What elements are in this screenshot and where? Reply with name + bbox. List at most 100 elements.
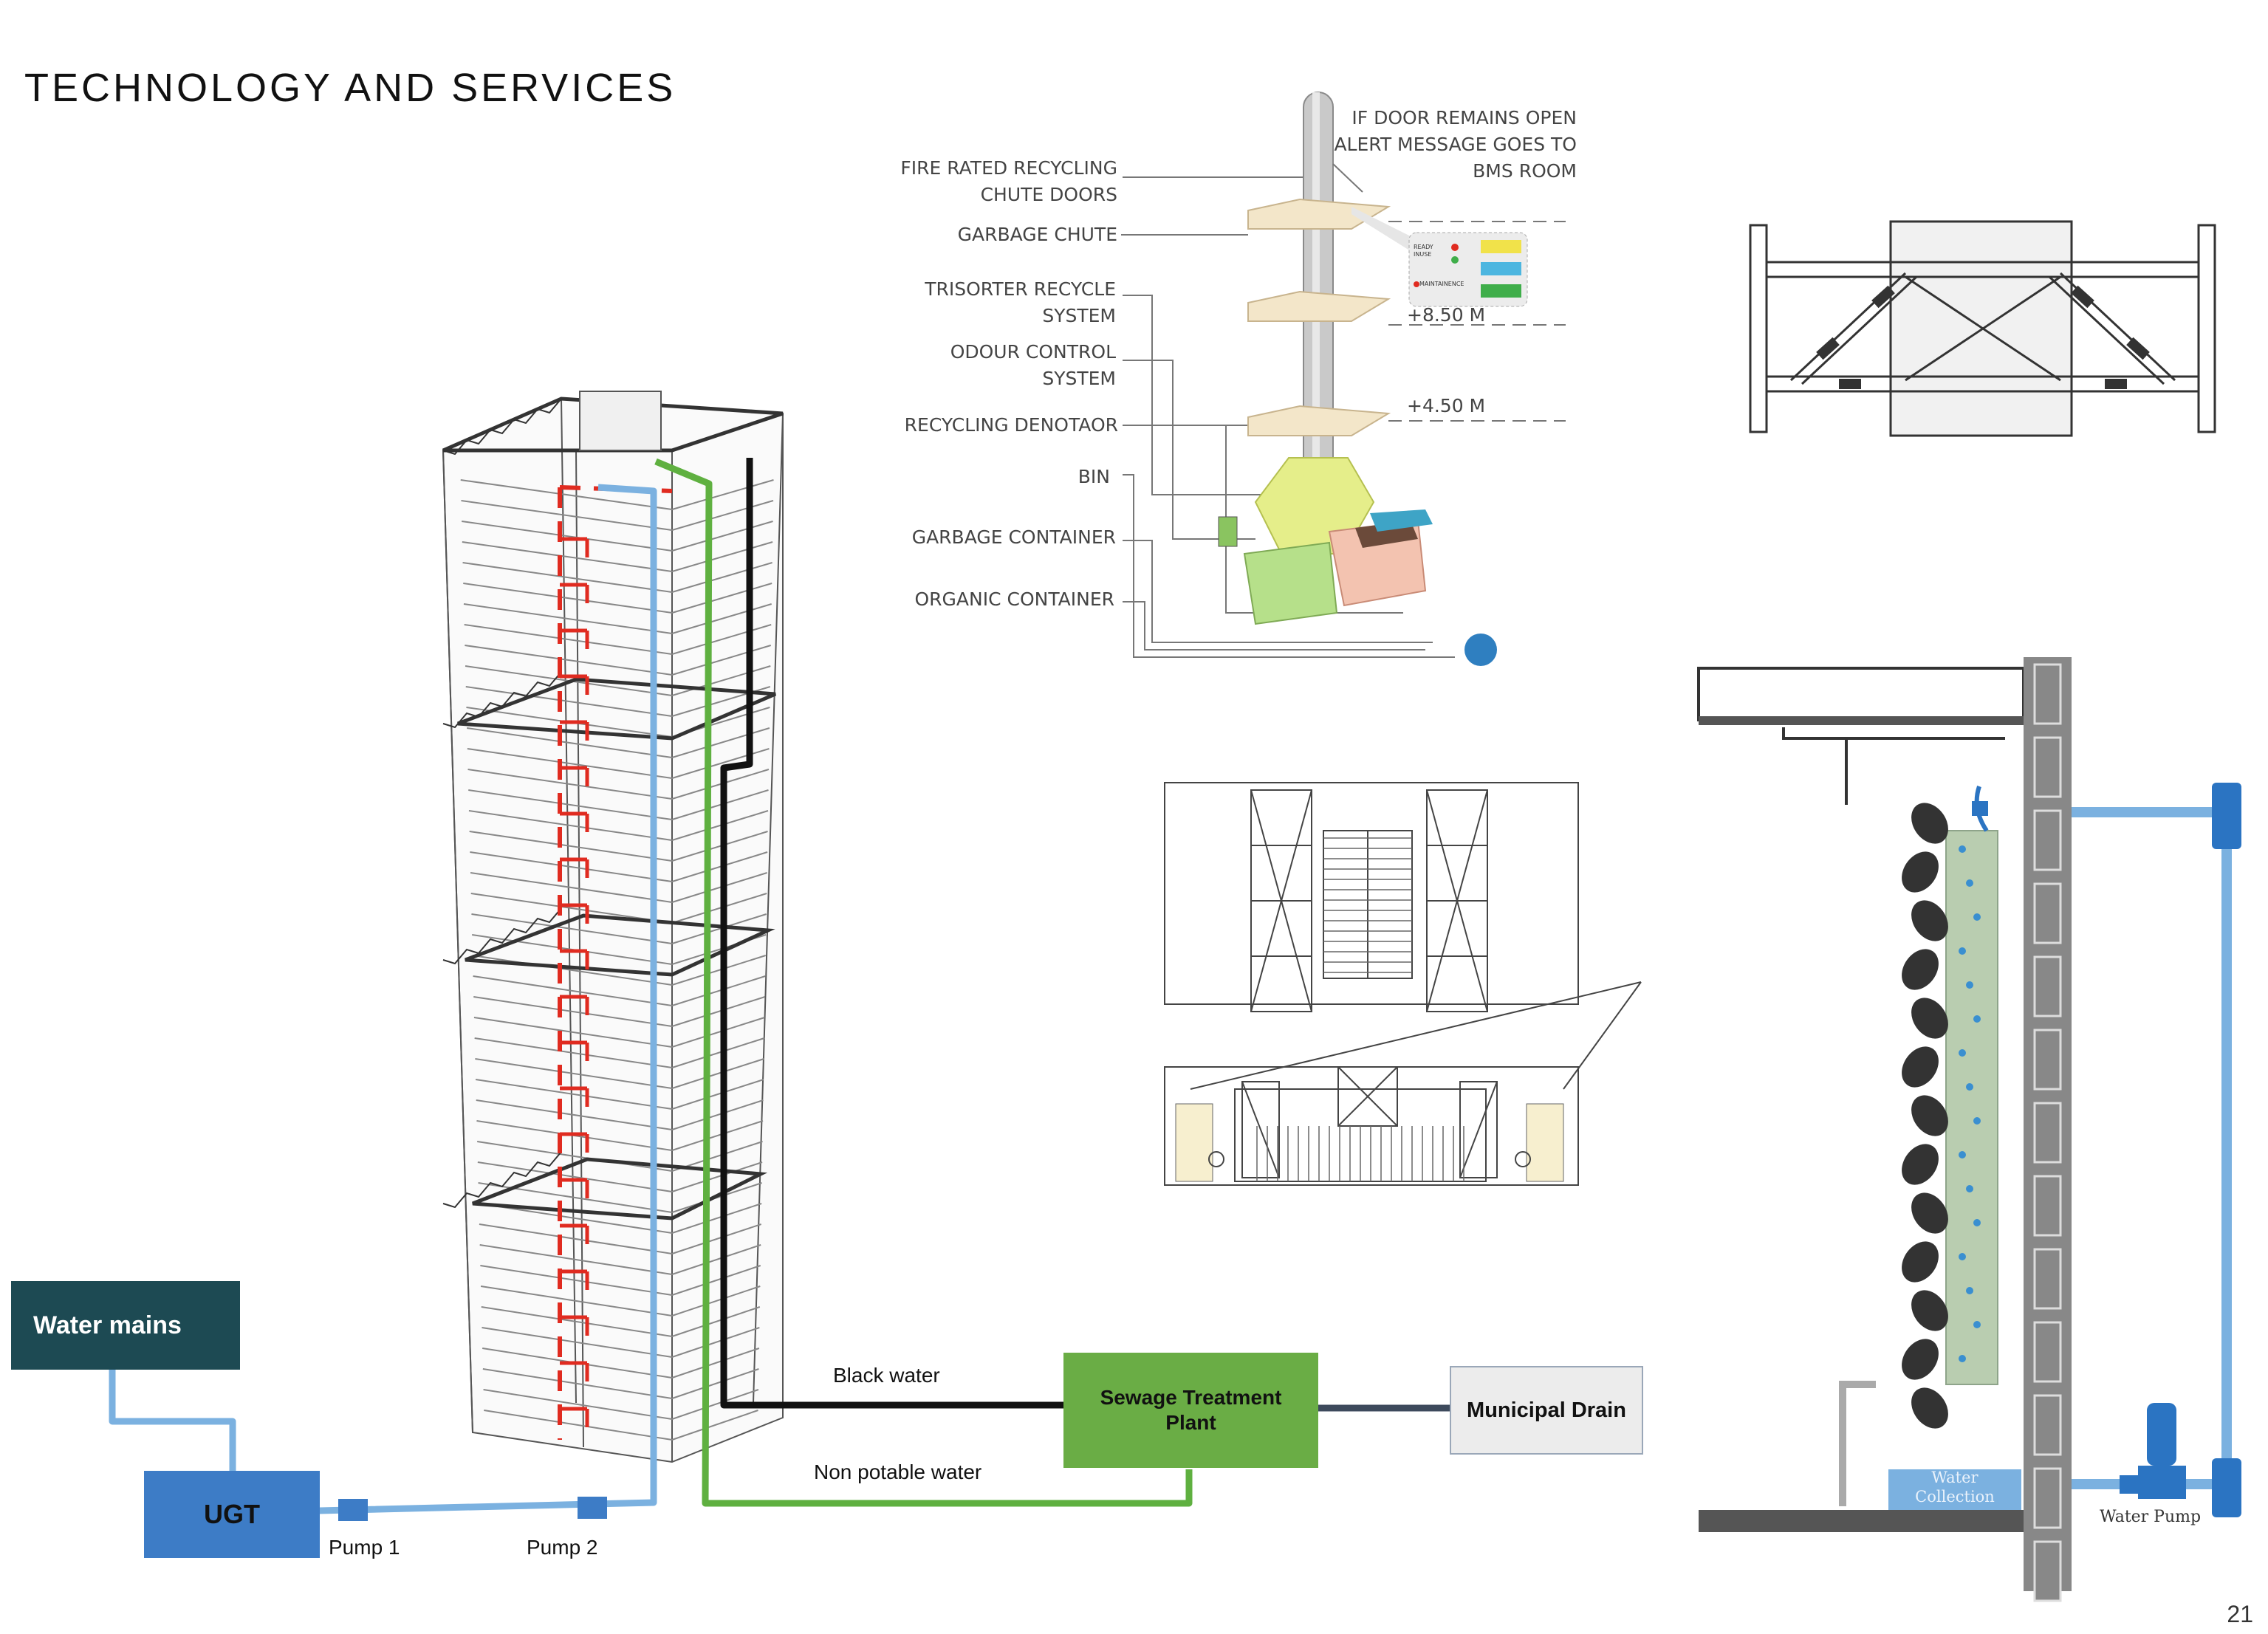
black-water-label: Black water: [833, 1364, 940, 1387]
leaf-icon: [1911, 1192, 1948, 1234]
tower-floor-line: [671, 913, 767, 944]
wall-block: [2033, 1394, 2062, 1456]
tower-floor-line: [671, 810, 769, 841]
leaf-icon: [1911, 1387, 1948, 1429]
tower-floor-line: [671, 1368, 759, 1399]
tower-floor-line: [671, 1058, 764, 1089]
wall-block: [2033, 1248, 2062, 1310]
leaf-icon: [1902, 1046, 1939, 1088]
pump2-icon: [578, 1497, 607, 1519]
tower-floor-line: [469, 831, 673, 862]
leaf-icon: [1902, 1241, 1939, 1283]
tower-floor-line: [671, 1389, 759, 1420]
tower-floor-line: [467, 748, 673, 779]
wall-block: [2033, 1175, 2062, 1237]
tower-floor-line: [463, 583, 673, 614]
water-mains-box: Water mains: [11, 1281, 240, 1370]
wall-block: [2033, 1102, 2062, 1164]
tower-floor-line: [671, 872, 767, 903]
tower-floor-line: [463, 603, 673, 634]
tower-floor-line: [479, 1223, 673, 1254]
tower-floor-line: [483, 1389, 673, 1420]
tower-floor-line: [460, 479, 673, 510]
tower-floor-line: [474, 1037, 673, 1068]
wall-block: [2033, 955, 2062, 1017]
tower-floor-line: [671, 1306, 761, 1337]
leaf-icon: [1911, 1095, 1948, 1136]
garbage-chute-diagram: [1121, 92, 1566, 666]
water-drop-icon: [1973, 1219, 1981, 1226]
leaf-icon: [1911, 803, 1948, 844]
water-drop-icon: [1959, 1253, 1966, 1260]
wall-block: [2033, 736, 2062, 798]
stp-box: Sewage Treatment Plant: [1063, 1353, 1318, 1468]
tower-floor-line: [671, 748, 770, 779]
tower-floor-line: [480, 1285, 673, 1317]
wall-block: [2033, 1467, 2062, 1529]
leaf-icon: [1902, 949, 1939, 990]
tower-floor-line: [471, 913, 673, 944]
bracing-detail: [1749, 220, 2216, 437]
water-drop-icon: [1966, 1287, 1973, 1294]
tower-floor-line: [473, 996, 673, 1027]
tower-floor-line: [462, 521, 673, 552]
tower-floor-line: [470, 872, 673, 903]
label-garbage-chute: GARBAGE CHUTE: [957, 224, 1117, 245]
tower-floor-line: [671, 851, 768, 882]
tower-floor-line: [472, 955, 673, 986]
tower-truss-zigzag: [442, 907, 562, 965]
tower-floor-line: [671, 831, 768, 862]
water-drop-icon: [1966, 1185, 1973, 1192]
tower-floor-line: [468, 810, 673, 841]
tower-floor-line: [461, 500, 673, 531]
page-number: 21: [2227, 1601, 2253, 1627]
tower-floor-line: [671, 562, 772, 593]
tower-floor-line: [479, 1203, 673, 1234]
level-4-50: +4.50 M: [1407, 395, 1486, 416]
water-drop-icon: [1959, 1151, 1966, 1158]
page-title: TECHNOLOGY AND SERVICES: [24, 66, 676, 110]
tower-floor-line: [480, 1265, 673, 1296]
water-drop-icon: [1973, 1321, 1981, 1328]
leaf-icon: [1911, 900, 1948, 941]
tower-floor-line: [470, 893, 673, 924]
wall-block: [2033, 882, 2062, 944]
tower-floor-line: [671, 1265, 761, 1296]
tower-floor-line: [671, 1079, 764, 1110]
green-wall-section: [1697, 657, 2241, 1602]
tower-floor-line: [467, 727, 673, 758]
tower-floor-line: [671, 500, 774, 531]
tower-truss-zigzag: [442, 1151, 562, 1209]
panel-ready-label: READY INUSE: [1414, 244, 1433, 258]
ugt-label: UGT: [204, 1499, 260, 1529]
tower-floor-line: [476, 1099, 673, 1130]
tower-floor-line: [671, 541, 773, 572]
tower-floor-line: [671, 1099, 764, 1130]
tower-floor-line: [464, 624, 673, 655]
water-drop-icon: [1966, 981, 1973, 989]
leaf-icon: [1902, 1144, 1939, 1185]
panel-maintenance-label: MAINTAINENCE: [1419, 281, 1464, 287]
water-pump-label: Water Pump: [2100, 1508, 2202, 1526]
tower-floor-line: [467, 769, 673, 800]
label-odour-control: ODOUR CONTROL SYSTEM: [950, 341, 1116, 389]
wall-block: [2033, 809, 2062, 871]
label-recycling-denotaor: RECYCLING DENOTAOR: [904, 414, 1118, 436]
water-drop-icon: [1959, 845, 1966, 853]
water-drop-icon: [1959, 1355, 1966, 1362]
tower-floor-line: [475, 1079, 673, 1110]
water-drop-icon: [1966, 879, 1973, 887]
tower-floor-line: [671, 1203, 762, 1234]
tower-floor-line: [671, 769, 770, 800]
tower-floor-line: [671, 1120, 764, 1151]
tower-floor-line: [671, 603, 772, 634]
municipal-drain-label: Municipal Drain: [1467, 1398, 1626, 1422]
ugt-box: UGT: [144, 1471, 320, 1558]
tower-floor-line: [671, 1017, 765, 1048]
tower-floor-line: [671, 624, 772, 655]
tower-floor-line: [671, 1327, 760, 1358]
tower-floor-line: [671, 996, 766, 1027]
leaf-icon: [1902, 851, 1939, 893]
tower-floor-line: [671, 1410, 758, 1441]
